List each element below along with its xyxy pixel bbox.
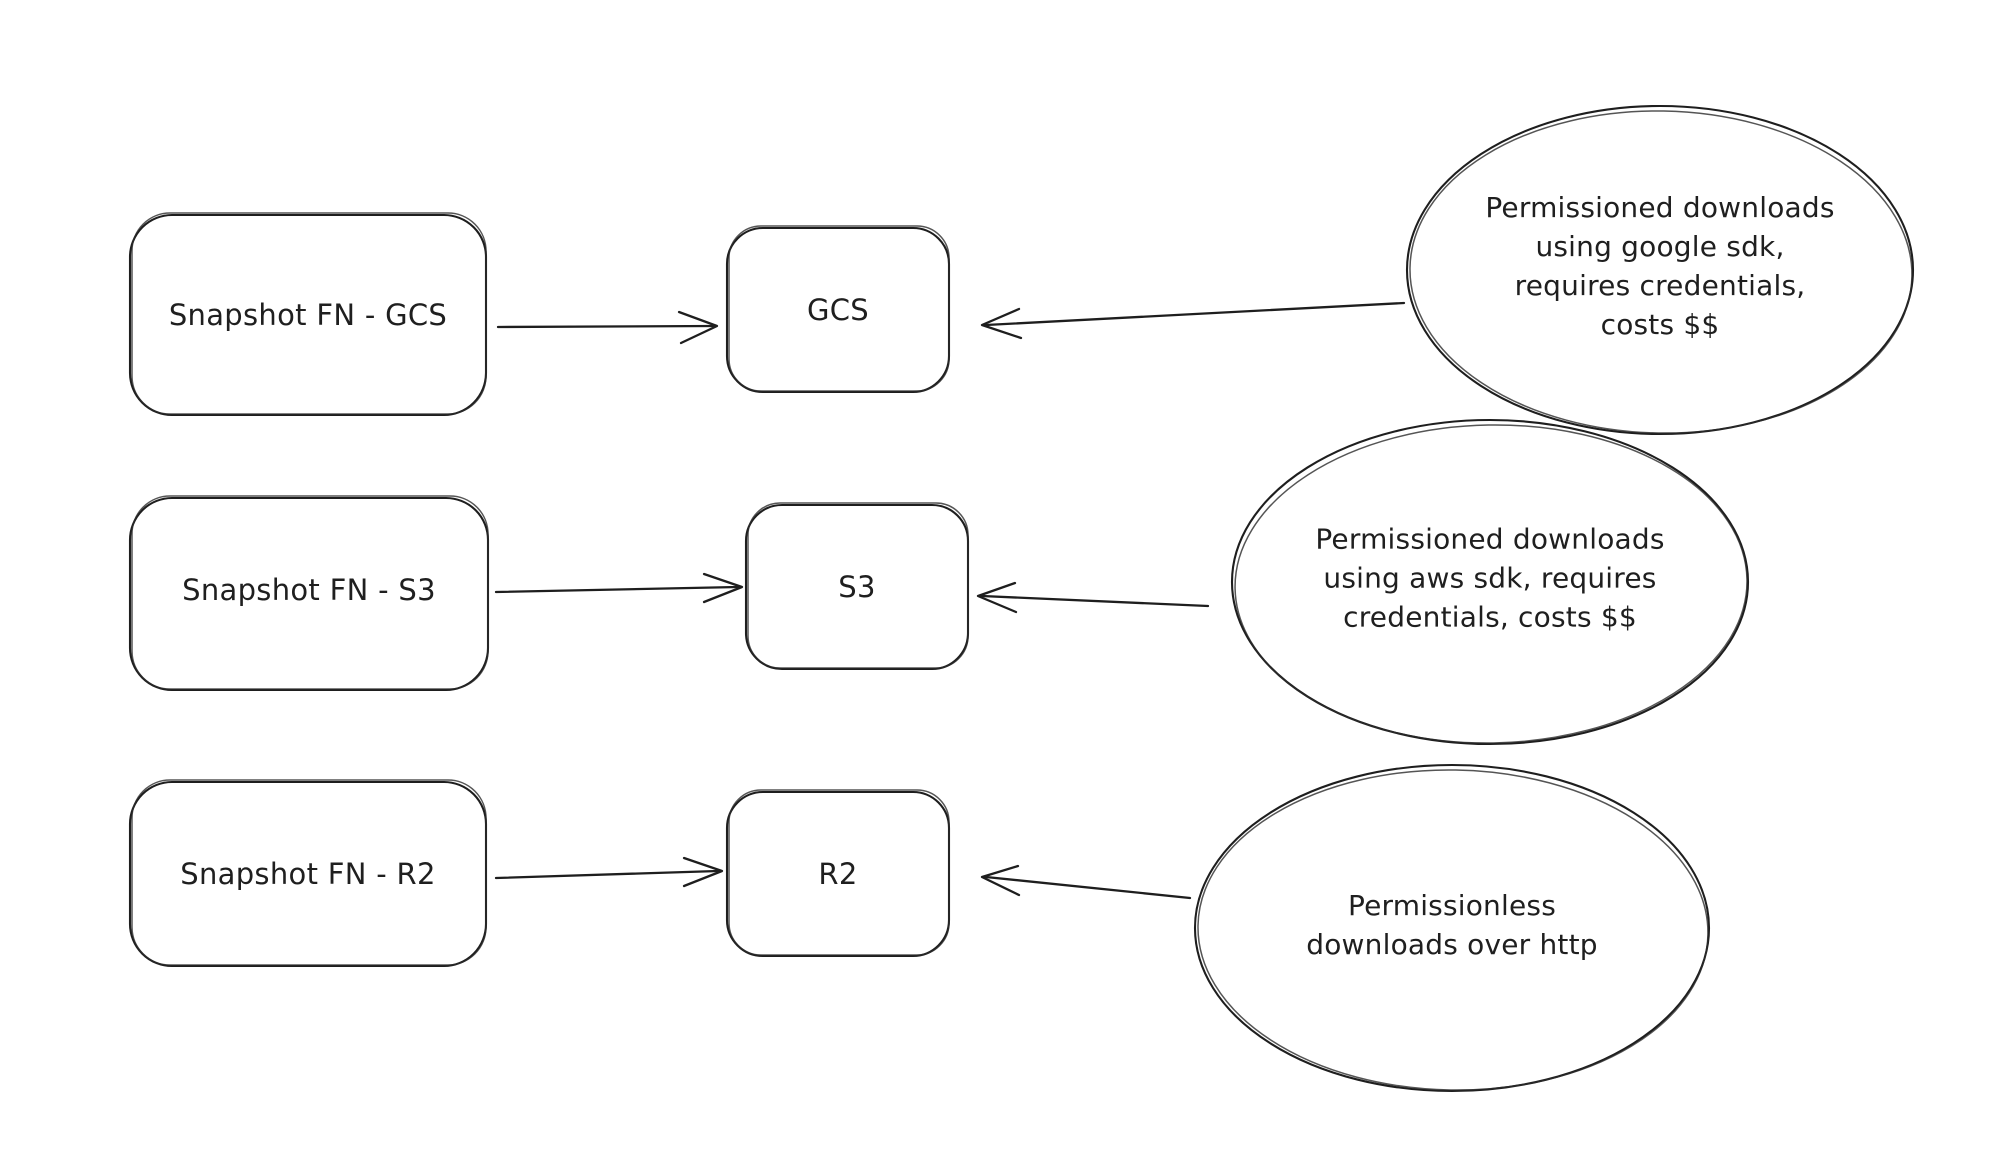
arrow-note-to-s3 — [976, 581, 1210, 614]
note-ellipse-gcs — [1405, 104, 1915, 436]
source-box-s3-label: Snapshot FN - S3 — [182, 573, 436, 607]
note-ellipse-s3 — [1230, 418, 1750, 746]
target-box-s3 — [744, 502, 970, 671]
source-box-r2 — [128, 779, 488, 968]
arrow-source-to-r2 — [494, 856, 724, 888]
target-box-s3-label: S3 — [838, 570, 876, 604]
target-box-r2-label: R2 — [818, 857, 858, 891]
note-gcs-text: Permissioned downloads using google sdk,… — [1485, 191, 1835, 341]
note-s3-text: Permissioned downloads using aws sdk, re… — [1315, 522, 1665, 634]
source-box-gcs-label: Snapshot FN - GCS — [168, 298, 448, 332]
target-box-gcs — [725, 225, 951, 394]
source-box-gcs — [128, 212, 488, 417]
target-box-gcs-label: GCS — [806, 293, 870, 327]
source-box-r2-label: Snapshot FN - R2 — [180, 857, 436, 891]
arrow-source-to-gcs — [496, 310, 719, 345]
source-box-s3 — [128, 495, 490, 692]
target-box-r2 — [725, 789, 951, 958]
note-r2-text: Permissionless downloads over http — [1306, 889, 1598, 961]
arrow-note-to-gcs — [980, 301, 1406, 340]
note-ellipse-r2 — [1193, 763, 1711, 1093]
arrow-note-to-r2 — [980, 864, 1192, 900]
arrow-source-to-s3 — [494, 572, 744, 604]
